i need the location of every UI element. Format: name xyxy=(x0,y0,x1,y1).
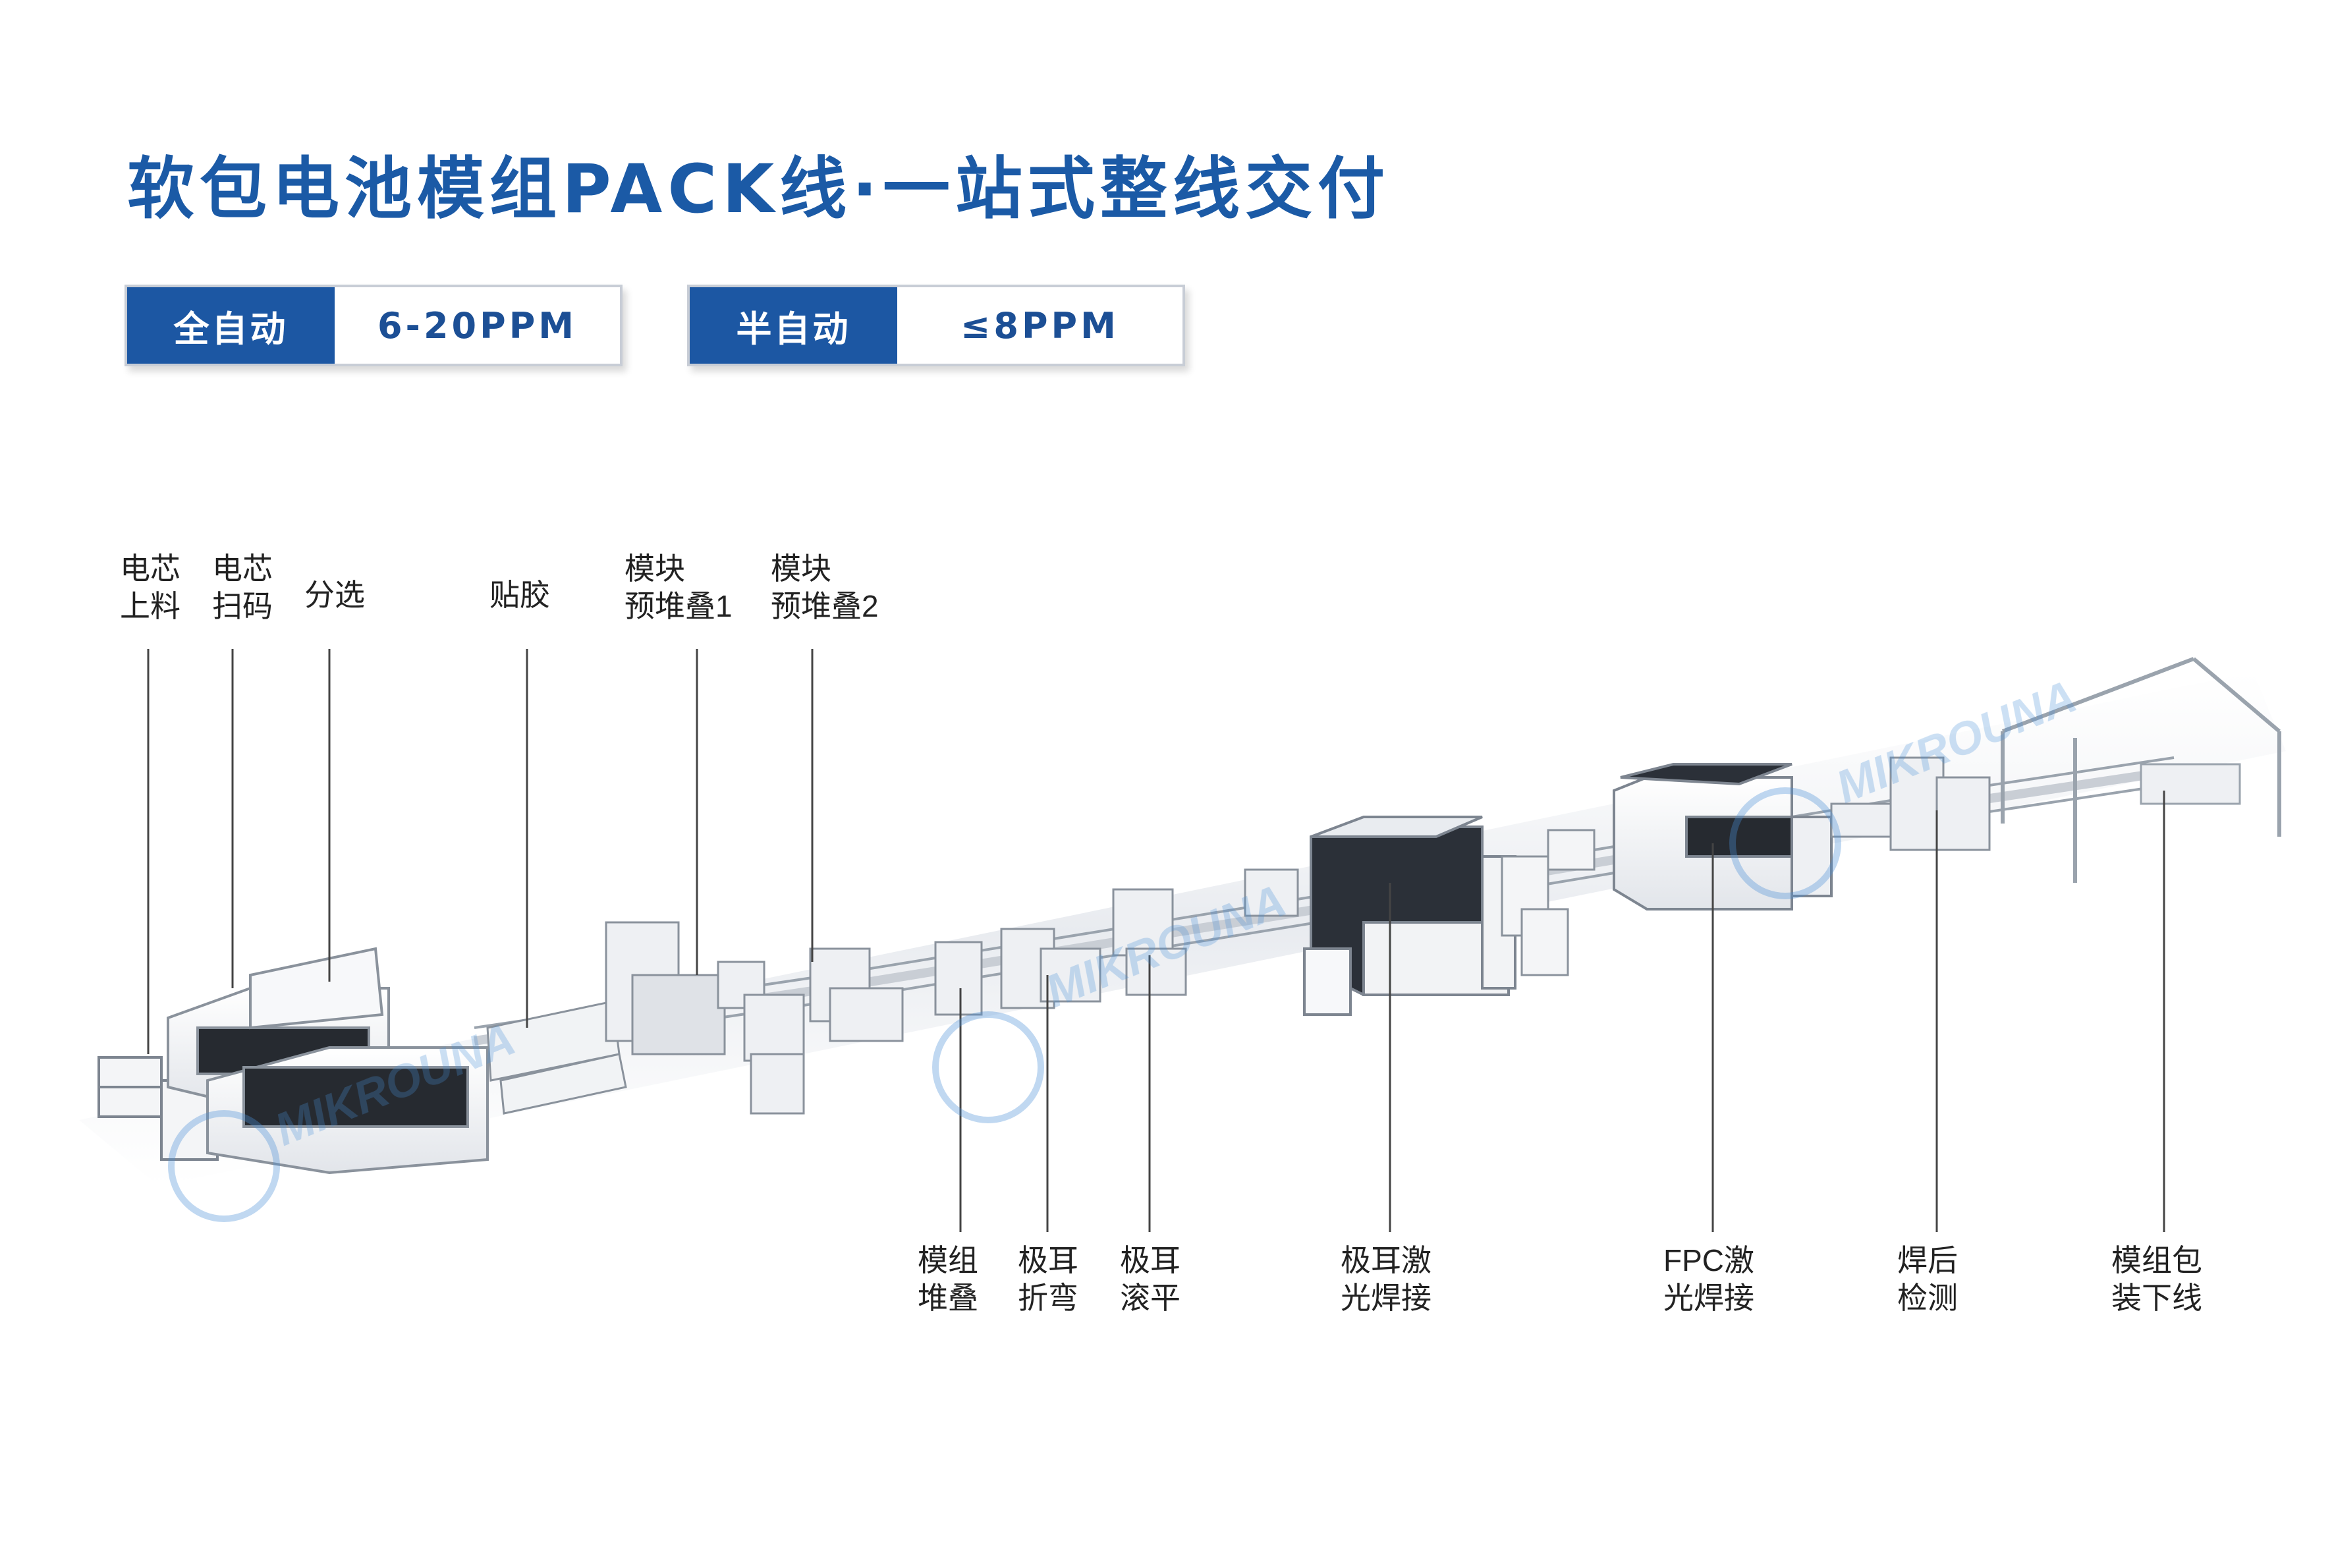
station-gluing: 贴胶 xyxy=(489,578,550,612)
station-module-packaging: 模组包装下线 xyxy=(2111,1243,2202,1315)
full-auto-badge: 全自动 6-20PPM xyxy=(125,285,623,366)
station-cell-loading: 电芯上料 xyxy=(120,551,181,623)
station-fpc-laser-welding: FPC激光焊接 xyxy=(1663,1243,1754,1315)
sorting-cabinet xyxy=(167,947,489,1175)
post-weld-inspection xyxy=(1830,756,1991,851)
watermark-logo xyxy=(168,787,1841,1222)
station-tab-rolling: 极耳滚平 xyxy=(1120,1243,1181,1315)
station-post-weld-inspection: 焊后检测 xyxy=(1897,1243,1958,1315)
page-title: 软包电池模组PACK线·一站式整线交付 xyxy=(127,150,1390,229)
station-pre-stacking-2: 模块预堆叠2 xyxy=(771,551,879,623)
station-pre-stacking-1: 模块预堆叠1 xyxy=(625,551,733,623)
station-tab-bending: 极耳折弯 xyxy=(1018,1243,1078,1315)
auxiliary-cabinet xyxy=(1501,829,1596,976)
full-auto-rate: 6-20PPM xyxy=(377,304,578,347)
tab-laser-welding-machine xyxy=(1303,816,1516,1016)
full-auto-label: 全自动 xyxy=(127,287,335,364)
station-tab-laser-welding: 极耳激光焊接 xyxy=(1341,1243,1431,1315)
pre-stacking-stations xyxy=(605,921,904,1115)
tab-processing-stations xyxy=(934,868,1299,1016)
leader-lines xyxy=(147,649,2165,1232)
semi-auto-rate: ≤8PPM xyxy=(960,304,1119,347)
station-cell-scanning: 电芯扫码 xyxy=(212,551,273,623)
station-module-stacking: 模组堆叠 xyxy=(918,1243,978,1315)
fpc-laser-welding-machine xyxy=(1613,763,1833,910)
station-sorting: 分选 xyxy=(304,578,365,612)
semi-auto-label: 半自动 xyxy=(690,287,897,364)
glue-station xyxy=(486,1000,627,1115)
semi-auto-badge: 半自动 ≤8PPM xyxy=(687,285,1185,366)
packaging-gantry xyxy=(2001,657,2281,883)
